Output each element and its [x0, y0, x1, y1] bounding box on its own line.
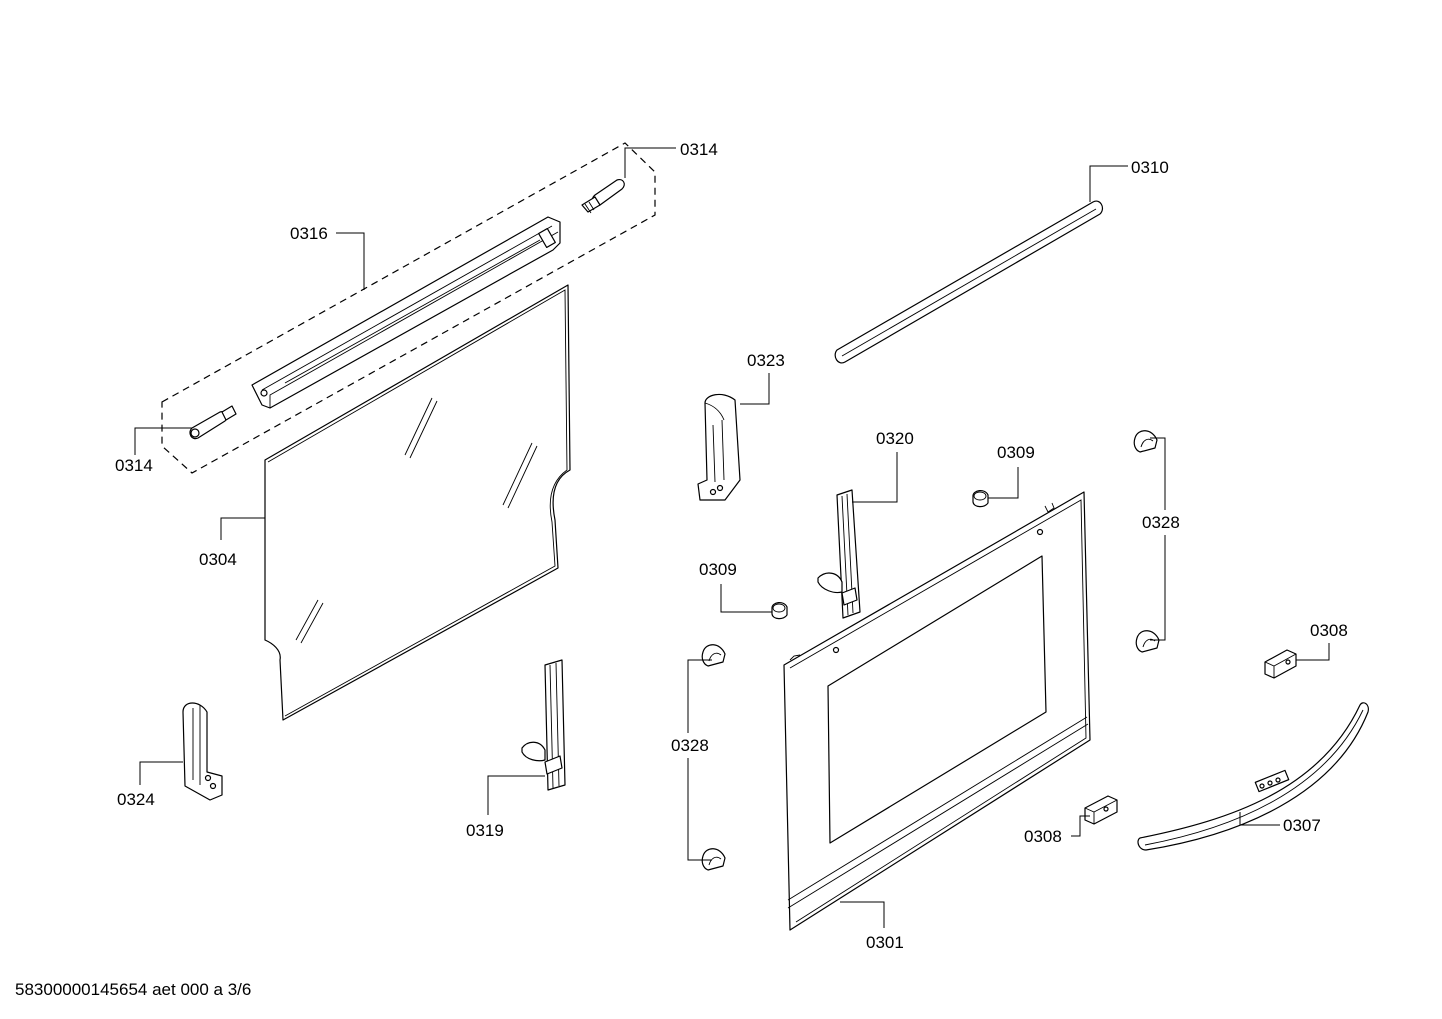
part-0307-handle	[1137, 702, 1369, 851]
label-0309-upper: 0309	[997, 443, 1035, 462]
label-0323: 0323	[747, 351, 785, 370]
part-0314-pin-bottom	[189, 405, 237, 440]
label-0320: 0320	[876, 429, 914, 448]
document-id: 58300000145654 aet 000 a 3/6	[15, 980, 252, 999]
part-0328-clip-2	[1135, 630, 1160, 653]
part-0308-block-upper	[1264, 649, 1297, 679]
part-0301-door-frame	[783, 491, 1091, 931]
part-0316-rail	[251, 216, 561, 409]
label-0319: 0319	[466, 821, 504, 840]
dashed-group-outline	[161, 142, 656, 474]
label-0328-left: 0328	[671, 736, 709, 755]
part-0328-clip-4	[701, 848, 726, 871]
label-0314-bottom: 0314	[115, 456, 153, 475]
part-0323-bracket	[697, 393, 741, 501]
label-0308-upper: 0308	[1310, 621, 1348, 640]
label-0304: 0304	[199, 550, 237, 569]
part-0328-clip-3	[701, 644, 726, 667]
part-0328-clip-1	[1133, 430, 1158, 453]
leader-lines	[134, 147, 1330, 928]
part-0314-pin-top	[581, 179, 625, 214]
label-0301: 0301	[866, 933, 904, 952]
label-0308-lower: 0308	[1024, 827, 1062, 846]
label-0314-top: 0314	[680, 140, 718, 159]
label-0328-right: 0328	[1142, 513, 1180, 532]
part-0319-hinge	[521, 659, 566, 791]
part-0324-bracket	[182, 702, 223, 801]
part-0308-block-lower	[1084, 795, 1118, 825]
part-0320-hinge	[817, 489, 861, 619]
label-0324: 0324	[117, 790, 155, 809]
label-0307: 0307	[1283, 816, 1321, 835]
label-0316: 0316	[290, 224, 328, 243]
part-0310-trim-strip	[834, 200, 1104, 364]
label-0310: 0310	[1131, 158, 1169, 177]
label-0309-lower: 0309	[699, 560, 737, 579]
part-0309-spacer-upper	[972, 490, 989, 508]
part-0304-glass-pane	[264, 284, 571, 721]
part-0309-spacer-lower	[771, 602, 788, 620]
